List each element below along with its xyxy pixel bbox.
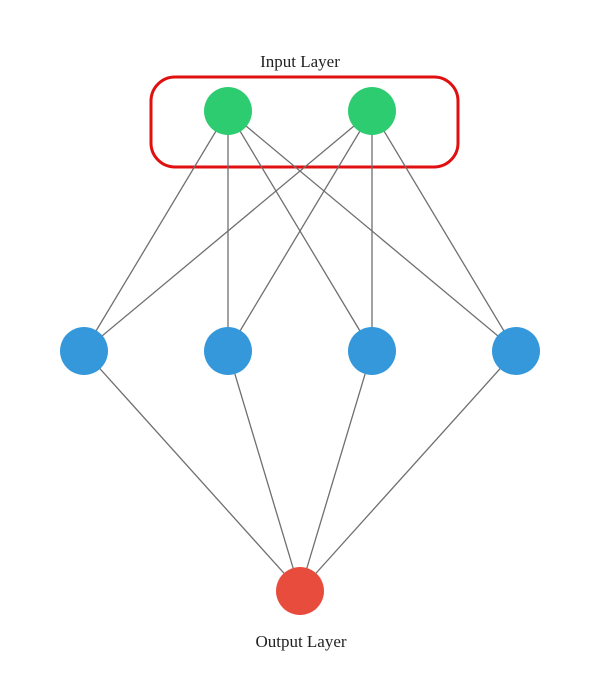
hidden-node [492, 327, 540, 375]
edge [227, 110, 373, 352]
edge [299, 350, 373, 592]
edges-hidden-to-output [83, 350, 517, 592]
input-layer-label: Input Layer [260, 52, 340, 71]
edge [299, 350, 517, 592]
hidden-node [204, 327, 252, 375]
edge [83, 350, 301, 592]
hidden-layer-nodes [60, 327, 540, 375]
edge [227, 350, 301, 592]
output-layer-label: Output Layer [255, 632, 346, 651]
input-node [204, 87, 252, 135]
input-node [348, 87, 396, 135]
output-node [276, 567, 324, 615]
edge [83, 110, 373, 352]
edges-input-to-hidden [83, 110, 517, 352]
input-layer-nodes [204, 87, 396, 135]
hidden-node [348, 327, 396, 375]
output-layer-nodes [276, 567, 324, 615]
input-layer-highlight-box [149, 75, 460, 169]
edge [371, 110, 517, 352]
edge [83, 110, 229, 352]
hidden-node [60, 327, 108, 375]
